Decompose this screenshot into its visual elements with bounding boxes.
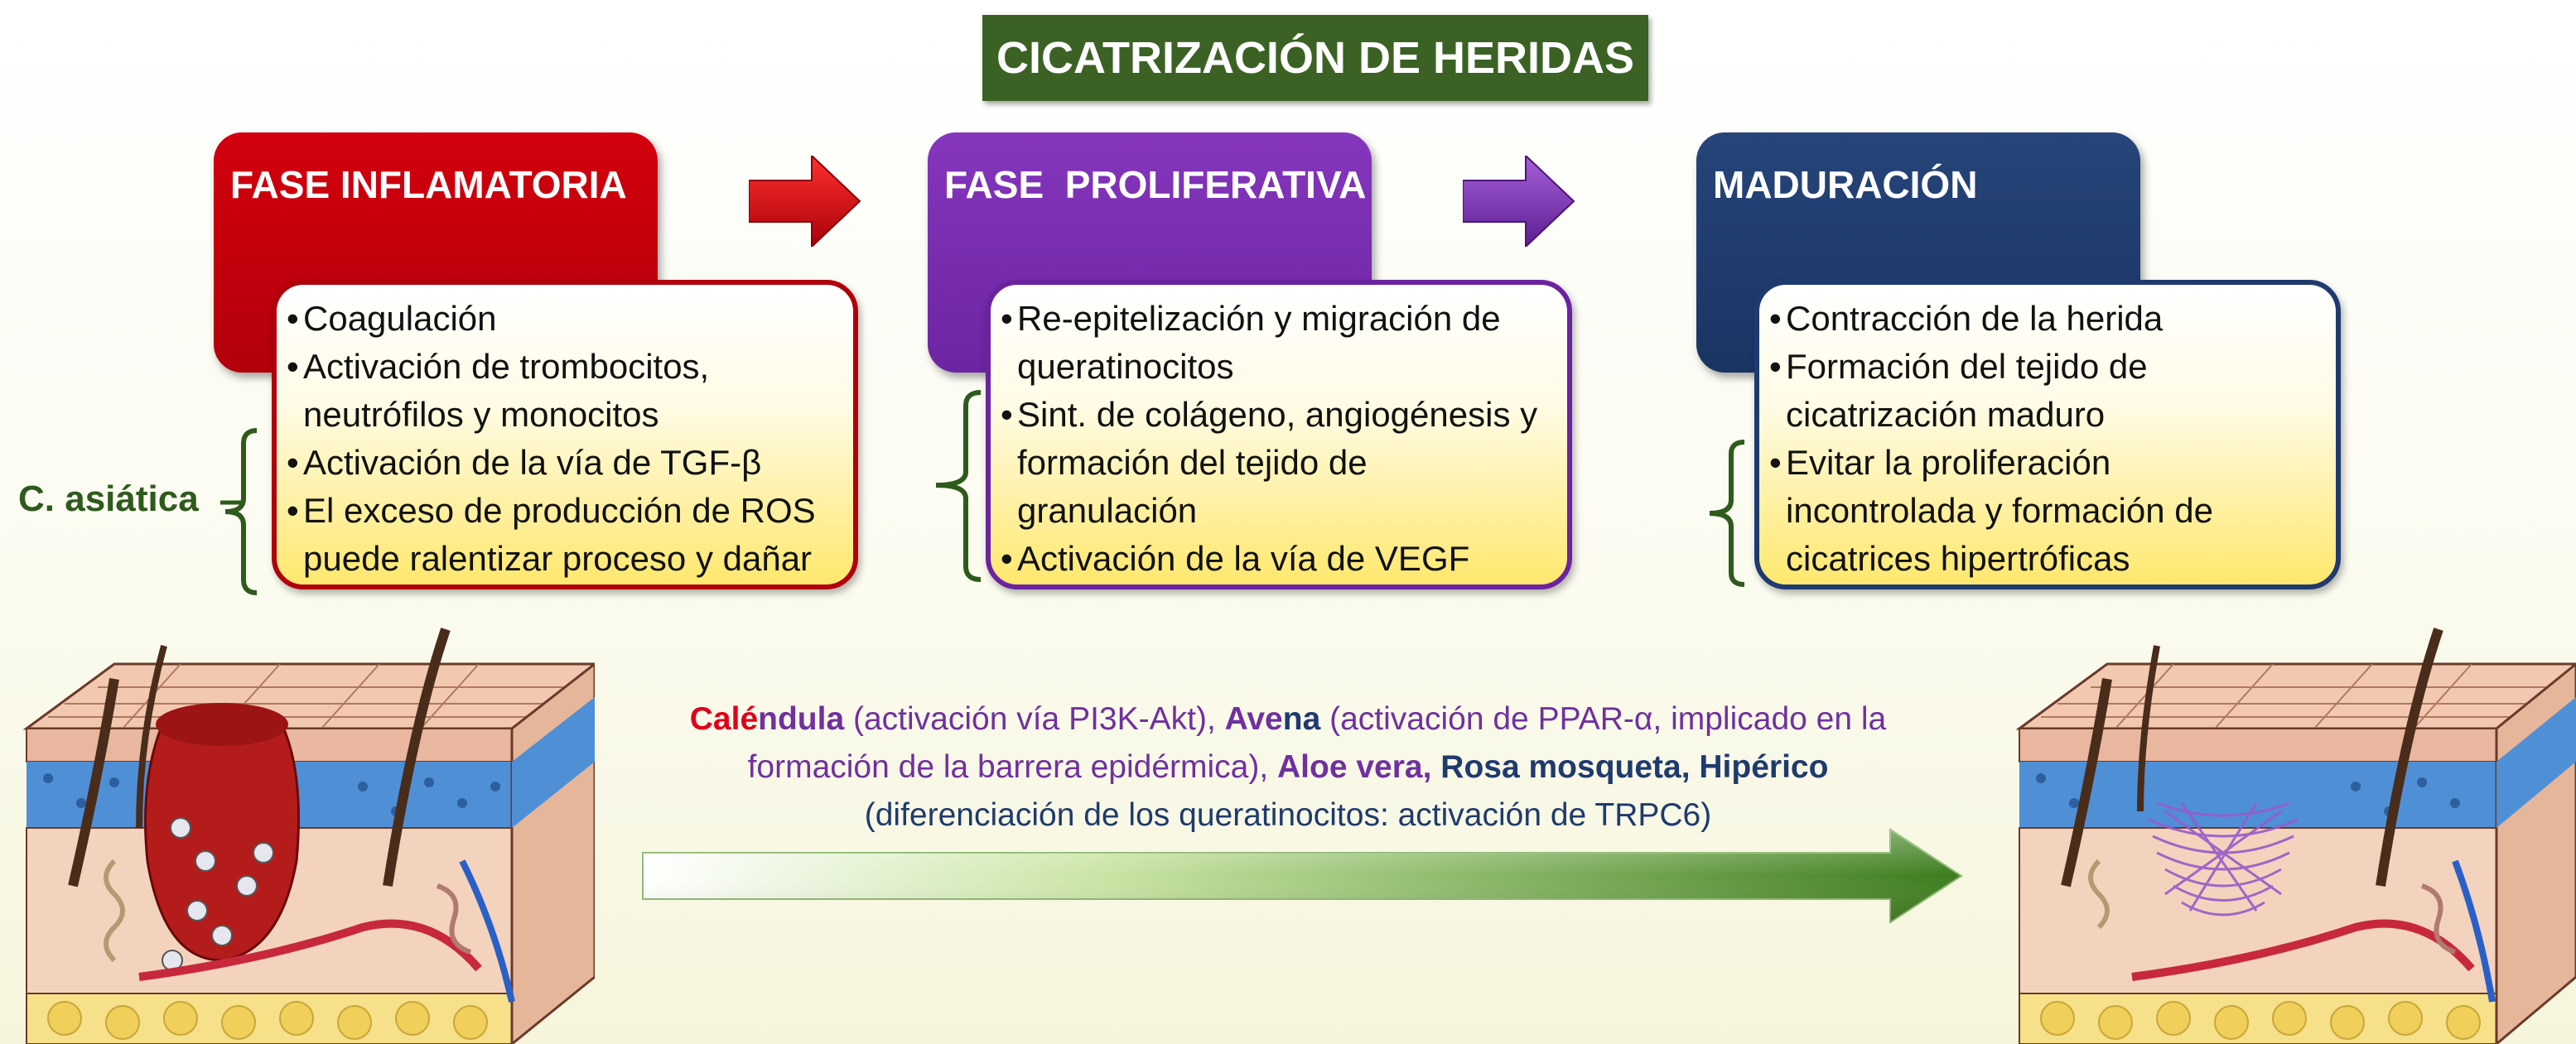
phase-maturation-title: MADURACIÓN <box>1713 163 1978 206</box>
bullet-continuation: formación del tejido de <box>1017 443 1368 482</box>
bullet-continuation: incontrolada y formación de <box>1786 491 2213 530</box>
plant-calendula-desc: (activación vía PI3K-Akt), <box>844 701 1225 737</box>
phase-proliferative-details: Re-epitelización y migración de queratin… <box>986 280 1572 589</box>
arrow-right-red-icon <box>749 156 861 247</box>
bullet-continuation: granulación <box>1017 491 1198 530</box>
wounded-skin-illustration-icon <box>22 628 595 1044</box>
arrow-right-purple-icon <box>1463 156 1575 247</box>
bullet-item: Formación del tejido de <box>1769 343 2326 391</box>
phase-inflammatory-title: FASE INFLAMATORIA <box>230 163 627 206</box>
bullet-item: Sint. de colágeno, angiogénesis y <box>1001 391 1557 439</box>
plant-aloe: Aloe vera, <box>1277 749 1441 785</box>
bullet-item: Re-epitelización y migración de <box>1001 295 1557 343</box>
phase-inflammatory-details: Coagulación Activación de trombocitos, n… <box>272 280 858 589</box>
page-title: CICATRIZACIÓN DE HERIDAS <box>982 15 1648 101</box>
side-label-connector <box>220 500 245 505</box>
bullet-item: Activación de la vía de VEGF <box>1001 535 1557 583</box>
plant-avena-desc: (activación de PPAR-α, implicado en la <box>1320 701 1887 737</box>
bullet-continuation: puede ralentizar proceso y dañar <box>303 539 813 578</box>
bullet-item: Evitar la proliferación <box>1769 439 2326 487</box>
plant-rosa-hiperico: Rosa mosqueta, Hipérico <box>1440 749 1829 785</box>
gradient-arrow-icon <box>642 828 1963 924</box>
bullet-continuation: cicatrices hipertróficas <box>1786 539 2130 578</box>
bullet-item: El exceso de producción de ROS <box>287 487 843 535</box>
plant-avena-b: na <box>1282 701 1321 737</box>
brace-inflammatory <box>224 428 258 595</box>
plants-line2-text: formación de la barrera epidérmica), <box>747 749 1278 785</box>
bullet-item: Contracción de la herida <box>1769 295 2326 343</box>
bullet-continuation: neutrófilos y monocitos <box>303 395 659 434</box>
bullet-item: Coagulación <box>287 295 843 343</box>
bullet-continuation: queratinocitos <box>1017 347 1234 386</box>
side-label-c-asiatica: C. asiática <box>18 479 199 519</box>
bullet-item: Activación de la vía de TGF-β <box>287 439 843 487</box>
phase-proliferative-title: FASE PROLIFERATIVA <box>944 163 1367 206</box>
plants-line-2: formación de la barrera epidérmica), Alo… <box>630 743 1946 791</box>
brace-proliferative <box>935 390 982 582</box>
plant-calendula-b: ndula <box>758 701 845 737</box>
brace-maturation <box>1709 440 1745 587</box>
plants-line-1: Caléndula (activación vía PI3K-Akt), Ave… <box>630 695 1946 743</box>
plant-avena-a: Ave <box>1224 701 1283 737</box>
plants-line-3: (diferenciación de los queratinocitos: a… <box>864 797 1712 833</box>
plant-calendula-a: Calé <box>689 701 759 737</box>
phase-maturation-details: Contracción de la herida Formación del t… <box>1754 280 2341 589</box>
plant-remedies-text: Caléndula (activación vía PI3K-Akt), Ave… <box>630 695 1946 840</box>
bullet-item: Activación de trombocitos, <box>287 343 843 391</box>
healed-skin-illustration-icon <box>2015 628 2576 1044</box>
bullet-continuation: cicatrización maduro <box>1786 395 2106 434</box>
